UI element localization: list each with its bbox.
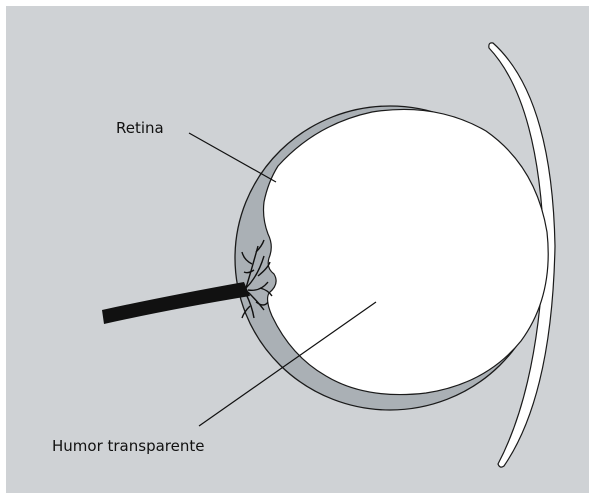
retina-label: Retina [116,121,164,136]
vitreous-humor-region [264,109,549,394]
diagram-panel: Retina Humor transparente [6,6,589,493]
humor-label: Humor transparente [52,439,204,454]
eye-diagram [6,6,589,493]
